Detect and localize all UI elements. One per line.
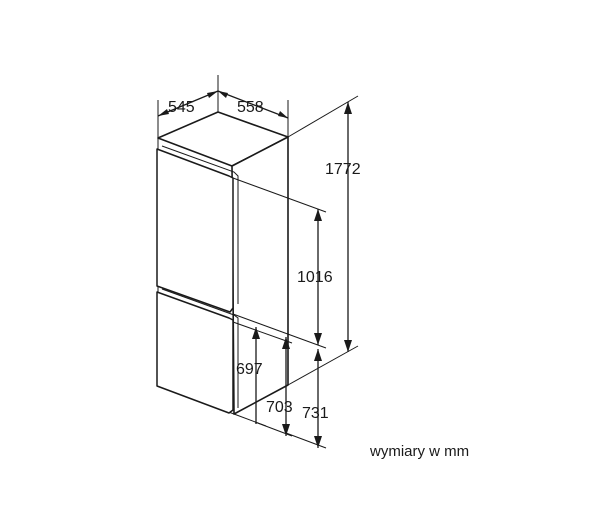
appliance-drawing: [156, 111, 289, 415]
lower-door: [156, 291, 234, 414]
dimension-width: 558: [217, 90, 289, 137]
height-703-label: 703: [266, 399, 293, 416]
width-label: 558: [237, 99, 264, 116]
height-697-label: 697: [236, 361, 263, 378]
upper-height-label: 1016: [297, 269, 333, 286]
dimension-depth: 545: [157, 75, 219, 138]
upper-door-lip: [161, 145, 239, 304]
dimension-upper-height: 1016: [232, 177, 333, 349]
upper-door: [156, 148, 234, 313]
depth-label: 545: [168, 99, 195, 116]
dimension-lower-heights: 697 703 731: [232, 321, 329, 449]
dimension-total-height: 1772: [287, 95, 361, 386]
lower-door-lip: [161, 288, 239, 408]
height-731-label: 731: [302, 405, 329, 422]
total-height-label: 1772: [325, 161, 361, 178]
units-caption: wymiary w mm: [369, 443, 469, 460]
